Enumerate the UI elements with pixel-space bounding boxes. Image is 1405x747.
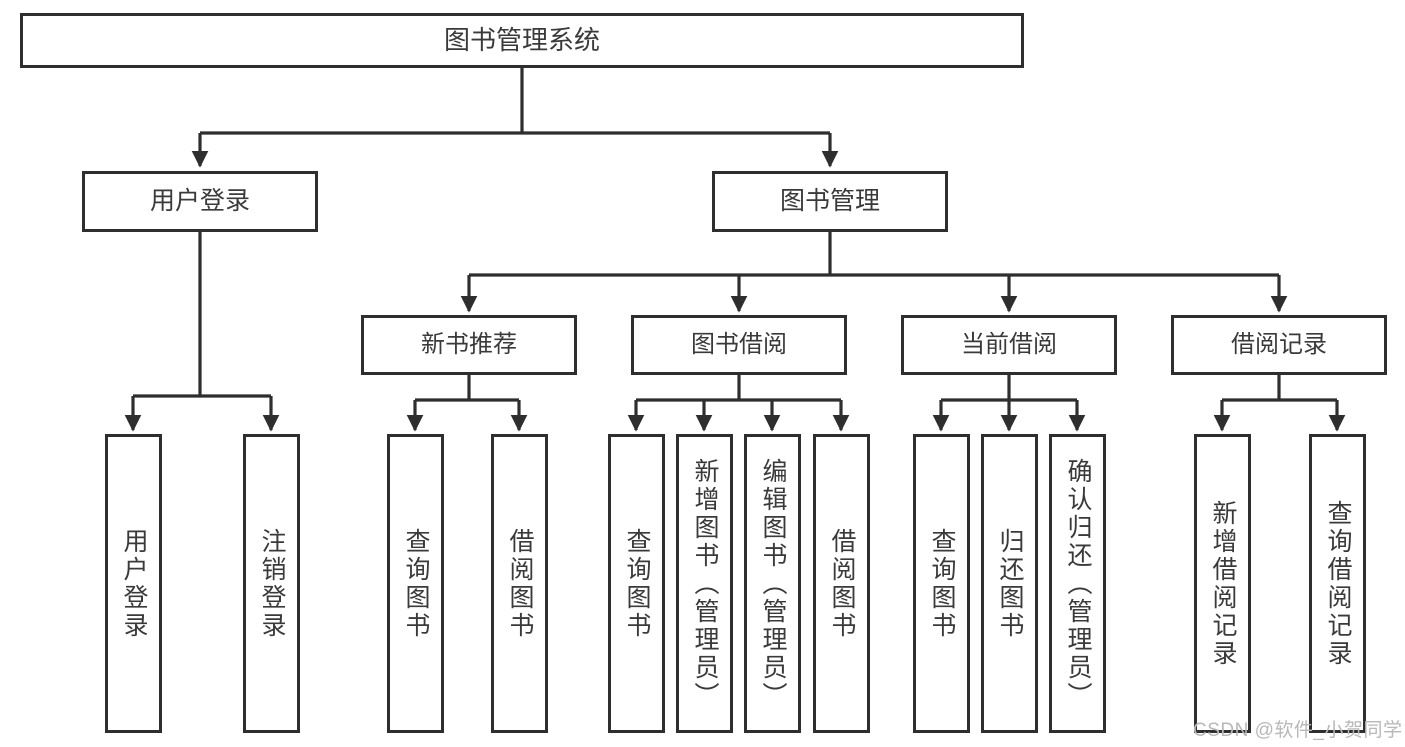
leaf-add-borrow-record[interactable]: 新增借阅记录 [1194,434,1251,733]
leaf-borrow-book[interactable]: 借阅图书 [813,434,870,733]
leaf-label: 查询图书 [402,527,430,640]
leaf-label: 借阅图书 [828,527,856,640]
leaf-label: 查询借阅记录 [1324,499,1352,668]
edge-new-book-to-leaves [406,375,528,432]
leaf-label: 借阅图书 [506,527,534,640]
edge-book-mgmt-to-level3 [460,232,1288,313]
leaf-query-book-borrow[interactable]: 查询图书 [608,434,665,733]
leaf-label: 查询图书 [928,527,956,640]
leaf-edit-book-admin[interactable]: 编辑图书（管理员） [744,434,801,733]
edge-borrow-record-to-leaves [1213,375,1346,432]
leaf-query-book-recommend[interactable]: 查询图书 [387,434,444,733]
node-new-book-recommend[interactable]: 新书推荐 [361,315,577,375]
csdn-watermark: CSDN @软件_小贺同学 [1193,720,1403,741]
leaf-label: 注销登录 [258,527,286,640]
leaf-query-book-current[interactable]: 查询图书 [913,434,970,733]
leaf-logout[interactable]: 注销登录 [243,434,300,733]
edge-root-to-level2 [191,68,839,168]
node-user-login[interactable]: 用户登录 [82,171,318,232]
node-book-borrow[interactable]: 图书借阅 [631,315,847,375]
edge-user-login-to-leaves [124,232,280,432]
leaf-confirm-return-admin[interactable]: 确认归还（管理员） [1049,434,1106,733]
node-book-management[interactable]: 图书管理 [712,171,948,232]
leaf-label: 确认归还（管理员） [1064,457,1092,710]
edge-current-borrow-to-leaves [932,375,1086,432]
leaf-return-book[interactable]: 归还图书 [981,434,1038,733]
leaf-label: 用户登录 [120,527,148,640]
leaf-query-borrow-record[interactable]: 查询借阅记录 [1309,434,1366,733]
leaf-user-login[interactable]: 用户登录 [105,434,162,733]
node-borrow-record[interactable]: 借阅记录 [1171,315,1387,375]
leaf-label: 新增借阅记录 [1209,499,1237,668]
leaf-borrow-book-recommend[interactable]: 借阅图书 [491,434,548,733]
leaf-label: 新增图书（管理员） [691,457,719,710]
edge-book-borrow-to-leaves [627,375,850,432]
leaf-add-book-admin[interactable]: 新增图书（管理员） [676,434,733,733]
leaf-label: 归还图书 [996,527,1024,640]
leaf-label: 查询图书 [623,527,651,640]
node-current-borrow[interactable]: 当前借阅 [901,315,1117,375]
leaf-label: 编辑图书（管理员） [759,457,787,710]
node-root-system[interactable]: 图书管理系统 [20,13,1024,68]
